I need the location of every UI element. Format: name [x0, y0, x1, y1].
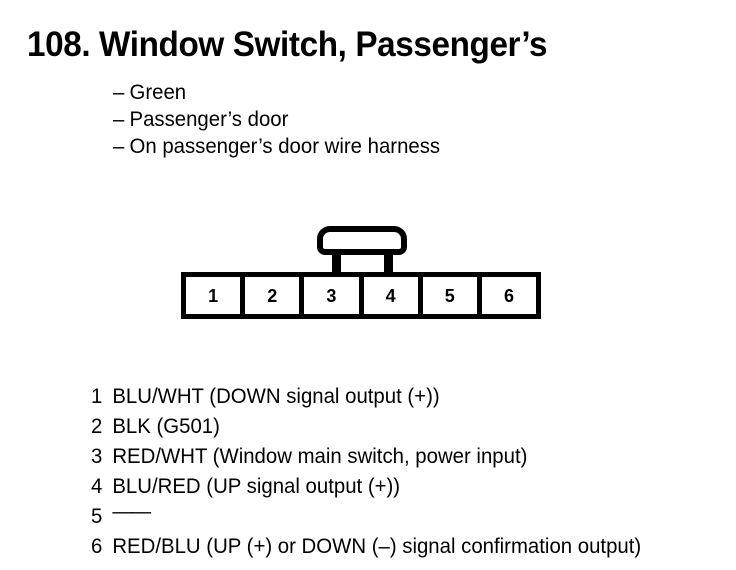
bullet-dash-icon: – [113, 81, 125, 104]
connector-latch-icon [317, 226, 407, 255]
connector-pin-4: 4 [363, 277, 418, 314]
attribute-item-label: Green [129, 81, 187, 104]
pin-number: 4 [91, 475, 103, 498]
connector-pin-label: 4 [385, 285, 396, 306]
pin-description: BLK (G501) [112, 415, 220, 438]
connector-pin-6: 6 [481, 277, 537, 314]
pin-description: BLU/WHT (DOWN signal output (+)) [112, 385, 440, 408]
connector-pin-label: 5 [444, 285, 455, 306]
pin-description: —— [112, 500, 151, 523]
connector-pin-label: 1 [208, 285, 219, 306]
pin-number: 6 [91, 535, 103, 558]
connector-pin-label: 3 [326, 285, 337, 306]
pin-description: RED/BLU (UP (+) or DOWN (–) signal confi… [112, 535, 642, 558]
bullet-dash-icon: – [113, 108, 125, 131]
connector-pin-label: 2 [267, 285, 278, 306]
connector-pin-label: 6 [503, 285, 514, 306]
attribute-item-label: Passenger’s door [129, 108, 289, 131]
pin-row: 5 —— [91, 500, 712, 532]
connector-housing: 1 2 3 4 5 6 [181, 272, 541, 319]
pin-row: 4 BLU/RED (UP signal output (+)) [91, 472, 712, 502]
pin-number: 1 [91, 385, 103, 408]
bullet-dash-icon: – [113, 135, 125, 158]
connector-pin-1: 1 [186, 277, 241, 314]
connector-pin-3: 3 [304, 277, 359, 314]
pin-row: 3 RED/WHT (Window main switch, power inp… [91, 442, 712, 472]
connector-diagram: 1 2 3 4 5 6 [181, 226, 541, 320]
pin-assignment-list: 1 BLU/WHT (DOWN signal output (+)) 2 BLK… [91, 382, 731, 562]
attribute-item-harness: – On passenger’s door wire harness [113, 133, 656, 160]
pin-number: 2 [91, 415, 103, 438]
attribute-item-color: – Green [113, 79, 656, 106]
pin-description: RED/WHT (Window main switch, power input… [112, 445, 528, 468]
pin-row: 2 BLK (G501) [91, 412, 712, 442]
connector-latch-leg-right [384, 250, 393, 275]
attribute-item-label: On passenger’s door wire harness [129, 135, 441, 158]
connector-pin-2: 2 [245, 277, 300, 314]
pin-row: 1 BLU/WHT (DOWN signal output (+)) [91, 382, 712, 412]
page-title: 108. Window Switch, Passenger’s [27, 25, 548, 64]
attribute-item-location: – Passenger’s door [113, 106, 656, 133]
pin-number: 3 [91, 445, 103, 468]
connector-pin-5: 5 [422, 277, 477, 314]
attribute-list: – Green – Passenger’s door – On passenge… [113, 79, 673, 160]
pin-number: 5 [91, 505, 103, 528]
pin-row: 6 RED/BLU (UP (+) or DOWN (–) signal con… [91, 532, 712, 562]
connector-latch-leg-left [332, 250, 341, 275]
pin-description: BLU/RED (UP signal output (+)) [112, 475, 401, 498]
